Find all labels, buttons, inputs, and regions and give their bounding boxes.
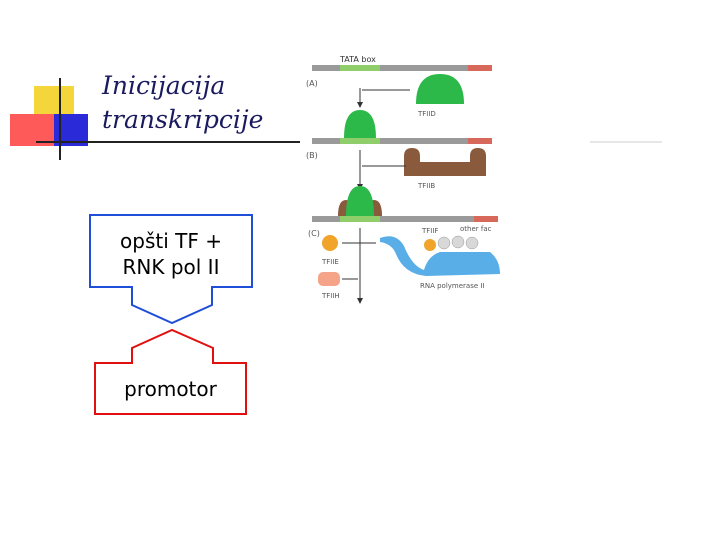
tfiih-label: TFIIH	[321, 292, 340, 300]
tata-box-a	[340, 65, 380, 71]
tfiib-label: TFIIB	[417, 182, 435, 190]
tfiib-free	[404, 148, 486, 176]
title-line-2: transkripcije	[102, 105, 264, 134]
tata-box-c	[340, 216, 380, 222]
general-tf-label-2: RNK pol II	[122, 255, 220, 279]
dna-end-c	[474, 216, 498, 222]
dna-strand-c	[312, 216, 498, 222]
decorative-corner-graphic	[10, 78, 300, 160]
tata-box-b	[340, 138, 380, 144]
general-tf-box	[89, 214, 253, 325]
panel-b-label: (B)	[306, 151, 318, 160]
other-factor-1	[437, 236, 451, 250]
promoter-label: promotor	[124, 377, 217, 401]
tfiid-bound-b	[344, 110, 376, 138]
dna-end-b	[468, 138, 492, 144]
dna-end-a	[468, 65, 492, 71]
general-tf-label-1: opšti TF +	[120, 229, 222, 253]
other-factors-label: other fac	[460, 225, 492, 233]
tfiid-free	[416, 74, 464, 104]
panel-a-label: (A)	[306, 79, 318, 88]
promoter-box	[94, 328, 247, 415]
panel-c-label: (C)	[308, 229, 320, 238]
tfiid-bound-c	[346, 186, 374, 216]
tfiie-circle	[322, 235, 338, 251]
tfiid-label: TFIID	[417, 110, 436, 118]
dna-strand-b	[312, 138, 492, 144]
arrow-c-head	[357, 298, 363, 304]
red-square	[10, 114, 54, 146]
tfiif-circle	[424, 239, 436, 251]
transcription-initiation-figure: TATA box (A) TFIID (B) TFIIB (C) TFIIE T…	[306, 55, 662, 304]
rna-polymerase-label: RNA polymerase II	[420, 282, 485, 290]
dna-strand-a	[312, 65, 492, 71]
arrow-a-head	[357, 102, 363, 108]
tfiih-shape	[318, 272, 340, 286]
tfiie-label: TFIIE	[321, 258, 339, 266]
tata-box-label: TATA box	[339, 55, 376, 64]
tfiif-label: TFIIF	[421, 227, 438, 235]
rna-polymerase-ii	[380, 236, 500, 276]
title-line-1: Inicijacija	[102, 71, 226, 100]
box-diagram	[89, 214, 253, 415]
other-factor-3	[465, 236, 479, 250]
other-factor-2	[451, 235, 465, 249]
